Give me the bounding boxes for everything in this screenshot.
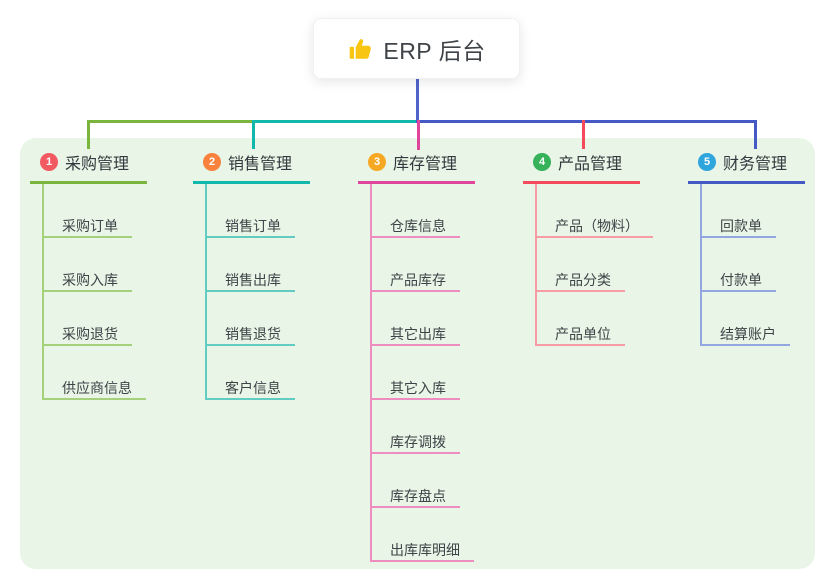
child-node[interactable]: 库存盘点 <box>372 454 460 508</box>
child-node[interactable]: 出库库明细 <box>372 508 474 562</box>
child-node[interactable]: 库存调拨 <box>372 400 460 454</box>
branch-title: 财务管理 <box>723 156 788 173</box>
child-node[interactable]: 结算账户 <box>702 292 790 346</box>
child-node[interactable]: 产品（物料） <box>537 184 653 238</box>
branch-number-badge: 4 <box>533 153 551 171</box>
branch-product: 4 产品管理 产品（物料） 产品分类 产品单位 <box>523 150 653 346</box>
branch-inventory-children: 仓库信息 产品库存 其它出库 其它入库 库存调拨 库存盘点 出库库明细 <box>370 184 474 562</box>
child-node[interactable]: 采购订单 <box>44 184 132 238</box>
child-node[interactable]: 付款单 <box>702 238 776 292</box>
branch-finance-children: 回款单 付款单 结算账户 <box>700 184 790 346</box>
child-node[interactable]: 采购入库 <box>44 238 132 292</box>
child-node[interactable]: 销售订单 <box>207 184 295 238</box>
child-node[interactable]: 其它入库 <box>372 346 460 400</box>
child-node[interactable]: 回款单 <box>702 184 776 238</box>
branch-purchase: 1 采购管理 采购订单 采购入库 采购退货 供应商信息 <box>30 150 147 400</box>
child-node[interactable]: 供应商信息 <box>44 346 146 400</box>
branch-finance-header[interactable]: 5 财务管理 <box>688 150 805 184</box>
branch-purchase-header[interactable]: 1 采购管理 <box>30 150 147 184</box>
child-node[interactable]: 其它出库 <box>372 292 460 346</box>
branch-number-badge: 2 <box>203 153 221 171</box>
branch-inventory: 3 库存管理 仓库信息 产品库存 其它出库 其它入库 库存调拨 库存盘点 出库库… <box>358 150 475 562</box>
branch-number-badge: 5 <box>698 153 716 171</box>
branch-product-header[interactable]: 4 产品管理 <box>523 150 640 184</box>
child-node[interactable]: 产品分类 <box>537 238 625 292</box>
child-node[interactable]: 客户信息 <box>207 346 295 400</box>
branch-title: 库存管理 <box>393 156 458 173</box>
branch-sales: 2 销售管理 销售订单 销售出库 销售退货 客户信息 <box>193 150 310 400</box>
branch-title: 销售管理 <box>228 156 293 173</box>
branch-number-badge: 1 <box>40 153 58 171</box>
child-node[interactable]: 销售出库 <box>207 238 295 292</box>
root-node[interactable]: ERP 后台 <box>313 18 520 79</box>
child-node[interactable]: 采购退货 <box>44 292 132 346</box>
branch-number-badge: 3 <box>368 153 386 171</box>
child-node[interactable]: 销售退货 <box>207 292 295 346</box>
branch-title: 产品管理 <box>558 156 623 173</box>
branch-inventory-header[interactable]: 3 库存管理 <box>358 150 475 184</box>
thumbs-up-icon <box>347 36 373 62</box>
branch-sales-header[interactable]: 2 销售管理 <box>193 150 310 184</box>
branch-sales-children: 销售订单 销售出库 销售退货 客户信息 <box>205 184 295 400</box>
child-node[interactable]: 产品单位 <box>537 292 625 346</box>
branch-finance: 5 财务管理 回款单 付款单 结算账户 <box>688 150 805 346</box>
branch-product-children: 产品（物料） 产品分类 产品单位 <box>535 184 653 346</box>
root-title: ERP 后台 <box>383 37 486 64</box>
background-panel <box>20 138 815 569</box>
child-node[interactable]: 仓库信息 <box>372 184 460 238</box>
branch-title: 采购管理 <box>65 156 130 173</box>
branch-purchase-children: 采购订单 采购入库 采购退货 供应商信息 <box>42 184 146 400</box>
child-node[interactable]: 产品库存 <box>372 238 460 292</box>
